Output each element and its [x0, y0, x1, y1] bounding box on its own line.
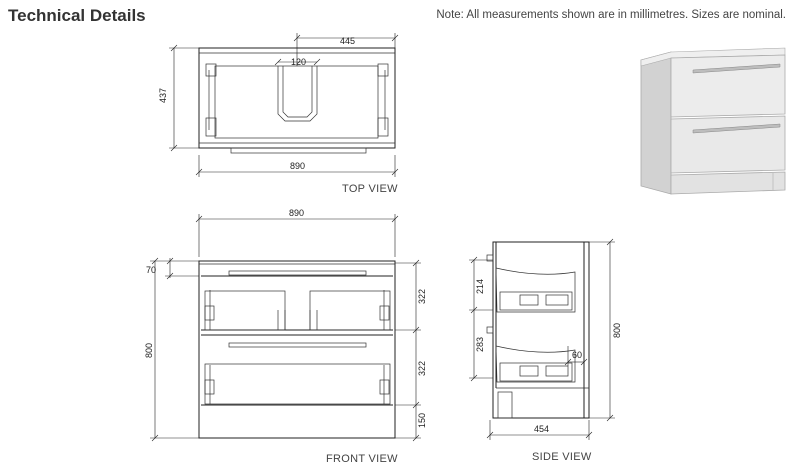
front-upper-handle — [228, 270, 367, 276]
dim-top-445: 445 — [340, 36, 355, 46]
top-view-left-runner — [205, 63, 217, 137]
front-upper-drawer — [204, 290, 391, 331]
vanity-render — [640, 47, 786, 195]
top-view: 445 120 437 890 TOP VIEW — [158, 33, 399, 195]
dim-front-322-lower: 322 — [417, 361, 427, 376]
dim-side-214: 214 — [475, 279, 485, 294]
side-view: 454 800 214 283 60 SIDE VIEW — [469, 238, 622, 463]
dim-side-454: 454 — [534, 424, 549, 434]
dim-top-890: 890 — [290, 161, 305, 171]
dim-front-890: 890 — [289, 208, 304, 218]
front-lower-drawer — [204, 363, 391, 405]
dim-top-120: 120 — [291, 57, 306, 67]
top-view-drawer — [214, 65, 379, 139]
dim-side-60: 60 — [572, 350, 582, 360]
render-upper-handle — [692, 63, 781, 74]
front-view: 890 800 70 322 322 150 FRONT VIEW — [144, 208, 427, 465]
dim-front-800: 800 — [144, 343, 154, 358]
side-view-label: SIDE VIEW — [532, 451, 592, 463]
front-lower-handle — [228, 342, 367, 348]
render-upper-drawer — [670, 54, 786, 118]
front-view-label: FRONT VIEW — [326, 453, 398, 465]
render-lower-handle — [692, 123, 781, 134]
top-view-right-runner — [377, 63, 389, 137]
dim-side-283: 283 — [475, 337, 485, 352]
dim-front-150: 150 — [417, 413, 427, 428]
dim-side-800: 800 — [612, 323, 622, 338]
side-view-outline — [492, 241, 590, 419]
top-view-label: TOP VIEW — [342, 183, 398, 195]
top-view-cutout — [277, 66, 318, 122]
side-lower-drawer — [495, 345, 576, 383]
top-view-handle — [230, 147, 367, 154]
dim-front-322-upper: 322 — [417, 289, 427, 304]
front-view-outline — [198, 260, 396, 439]
page-title: Technical Details — [8, 6, 146, 25]
measurement-note: Note: All measurements shown are in mill… — [436, 9, 786, 21]
dim-top-437: 437 — [158, 88, 168, 103]
dim-front-70: 70 — [146, 265, 156, 275]
render-lower-drawer — [670, 115, 786, 174]
side-upper-drawer — [495, 267, 576, 313]
